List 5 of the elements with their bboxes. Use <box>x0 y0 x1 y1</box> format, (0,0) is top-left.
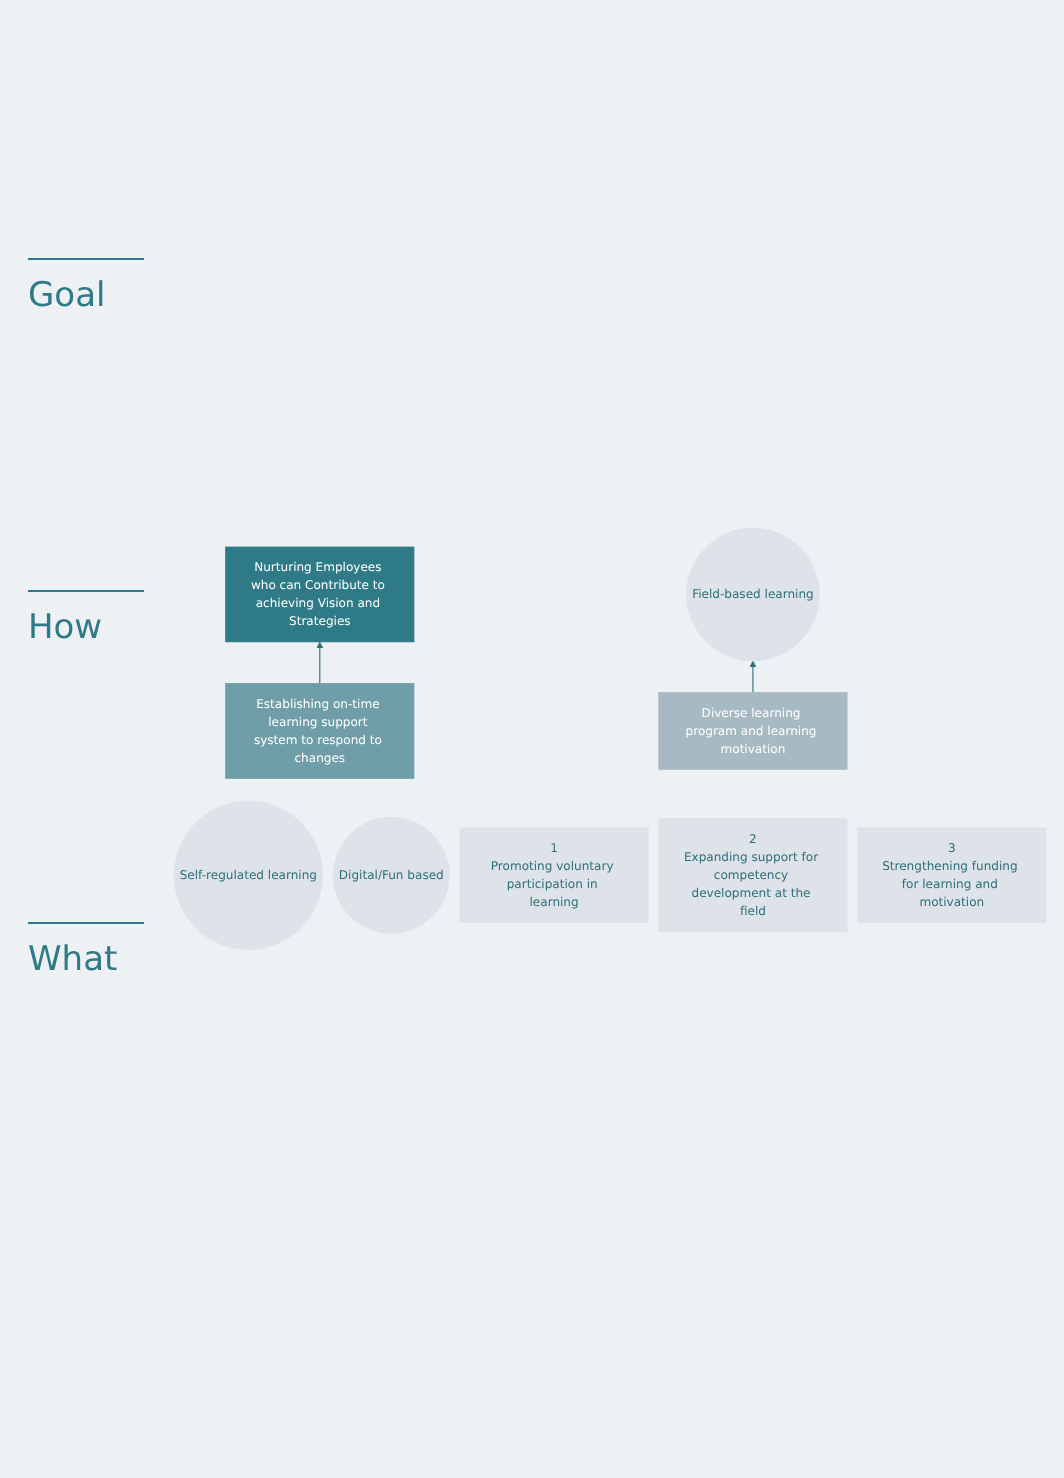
arrow <box>749 660 757 694</box>
row-label: Goal <box>28 257 144 316</box>
row-label: What <box>28 922 144 981</box>
row-label: How <box>28 589 144 648</box>
arrow <box>316 641 324 685</box>
